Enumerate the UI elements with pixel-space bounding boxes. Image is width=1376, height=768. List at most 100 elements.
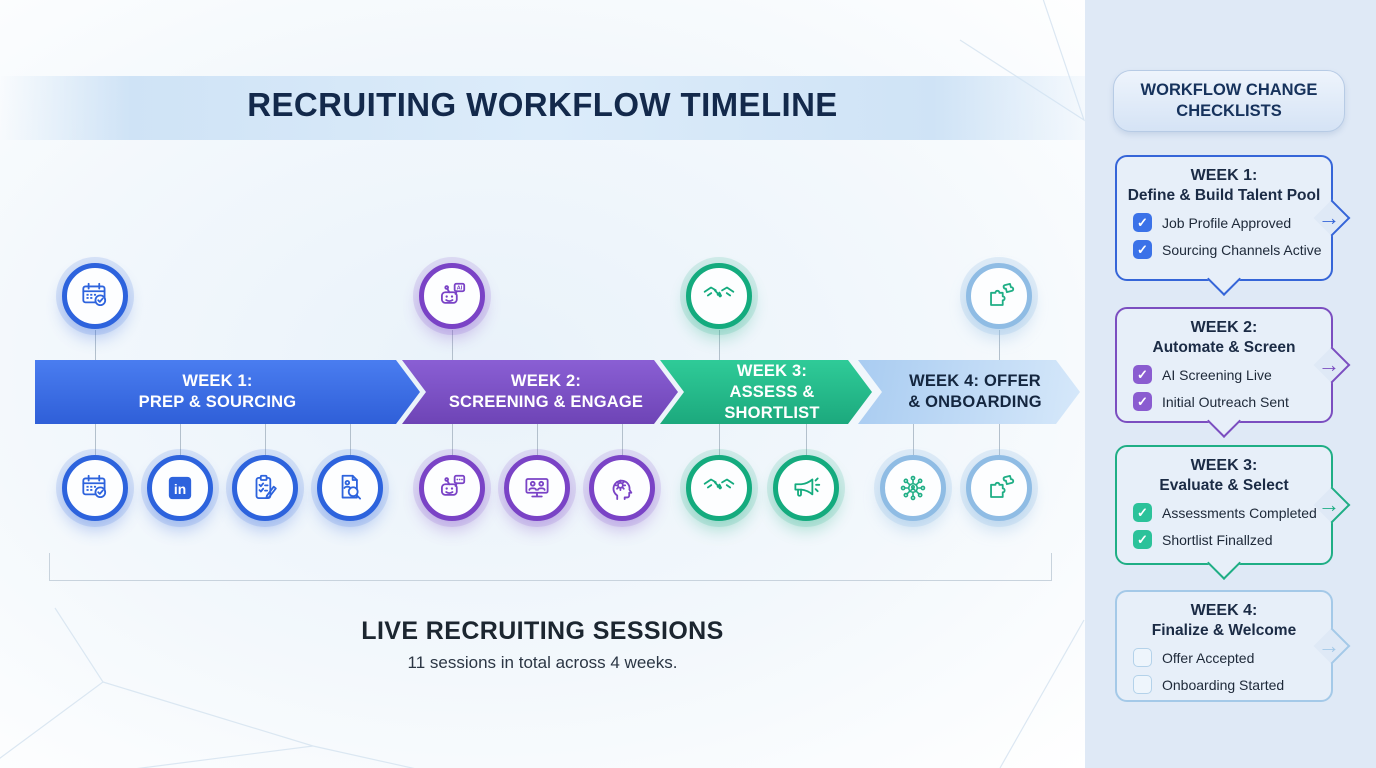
checklist-item-label: AI Screening Live <box>1162 366 1272 383</box>
checklist-item-label: Assessments Completed <box>1162 504 1317 521</box>
ai-robot-icon: AI <box>441 282 466 304</box>
checkbox-checked-icon[interactable] <box>1133 503 1152 523</box>
checklist-card-week2: WEEK 2: Automate & Screen AI Screening L… <box>1115 307 1351 438</box>
milestone-node-week2: AI <box>419 263 485 329</box>
checklist-item-label: Sourcing Channels Active <box>1162 241 1322 258</box>
sessions-bracket <box>49 553 1052 581</box>
title-banner <box>0 76 1085 140</box>
checklist-item-label: Offer Accepted <box>1162 649 1255 666</box>
arrow-right-icon <box>1318 352 1340 378</box>
card-week-label: WEEK 2: <box>1190 319 1258 336</box>
card-week-label: WEEK 1: <box>1190 167 1258 184</box>
arrow-right-icon <box>1318 633 1340 659</box>
checklist-item-label: Onboarding Started <box>1162 676 1285 693</box>
puzzle-icon <box>990 282 1015 306</box>
connector-line <box>95 330 96 360</box>
session-node <box>880 455 946 521</box>
card-down-tail <box>1207 262 1241 296</box>
connector-line <box>622 424 623 455</box>
checkbox-checked-icon[interactable] <box>1133 530 1152 550</box>
connector-line <box>719 330 720 360</box>
week4-label-line2: & ONBOARDING <box>908 393 1042 411</box>
head-gear-icon <box>612 479 633 501</box>
checklist-item: Shortlist Finallzed <box>1133 530 1331 550</box>
arrow-right-icon <box>1318 205 1340 231</box>
sidebar-header: WORKFLOW CHANGE CHECKLISTS <box>1113 70 1345 132</box>
connector-line <box>452 424 453 455</box>
megaphone-icon <box>794 477 821 497</box>
connector-line <box>95 424 96 455</box>
checklist-item: Job Profile Approved <box>1133 213 1331 233</box>
checkbox-unchecked-icon[interactable] <box>1133 675 1152 695</box>
card-title: WEEK 4: Finalize & Welcome <box>1117 601 1331 641</box>
resume-search-icon <box>341 474 361 500</box>
timeline-segment-week2: WEEK 2: SCREENING & ENGAGE <box>402 360 678 424</box>
live-sessions-title: LIVE RECRUITING SESSIONS <box>361 617 724 645</box>
checklist-item-label: Job Profile Approved <box>1162 214 1292 231</box>
card-week-label: WEEK 4: <box>1190 602 1258 619</box>
timeline-bar: WEEK 1: PREP & SOURCING WEEK 2: SCREENIN… <box>35 360 1080 424</box>
linkedin-icon: in <box>168 476 192 500</box>
checkbox-checked-icon[interactable] <box>1133 213 1152 233</box>
week2-label-line1: WEEK 2: <box>510 372 582 390</box>
puzzle-icon <box>990 474 1015 498</box>
session-node <box>232 455 298 521</box>
session-node <box>773 455 839 521</box>
week3-label-line1: WEEK 3: <box>736 361 808 380</box>
arrow-right-icon <box>1318 492 1340 518</box>
checklist-card-week4: WEEK 4: Finalize & Welcome Offer Accepte… <box>1115 590 1351 702</box>
checklist-item: Onboarding Started <box>1133 675 1331 695</box>
connector-line <box>537 424 538 455</box>
calendar-check-icon <box>82 282 107 307</box>
card-title: WEEK 3: Evaluate & Select <box>1117 456 1331 496</box>
card-down-tail <box>1207 546 1241 580</box>
session-node <box>62 455 128 521</box>
card-subtitle: Finalize & Welcome <box>1151 622 1297 640</box>
connector-line <box>913 424 914 455</box>
checklist-pencil-icon <box>255 474 277 499</box>
checklist-item: AI Screening Live <box>1133 365 1331 385</box>
milestone-node-week4 <box>966 263 1032 329</box>
handshake-icon <box>703 478 735 490</box>
card-title: WEEK 2: Automate & Screen <box>1117 318 1331 358</box>
session-node <box>419 455 485 521</box>
week1-label-line2: PREP & SOURCING <box>138 393 297 411</box>
timeline-segment-week4: WEEK 4: OFFER & ONBOARDING <box>858 360 1080 424</box>
session-node: in <box>147 455 213 521</box>
week4-label-line1: WEEK 4: OFFER <box>909 372 1041 390</box>
connector-line <box>806 424 807 455</box>
connector-line <box>350 424 351 455</box>
checkbox-checked-icon[interactable] <box>1133 365 1152 385</box>
checklist-item: Assessments Completed <box>1133 503 1331 523</box>
page-title: RECRUITING WORKFLOW TIMELINE <box>247 86 838 123</box>
milestone-node-week1 <box>62 263 128 329</box>
connector-line <box>999 424 1000 455</box>
checklist-item: Sourcing Channels Active <box>1133 240 1331 260</box>
checklist-item: Initial Outreach Sent <box>1133 392 1331 412</box>
card-subtitle: Define & Build Talent Pool <box>1127 187 1321 205</box>
week2-label-line2: SCREENING & ENGAGE <box>448 393 644 411</box>
checklist-card-week3: WEEK 3: Evaluate & Select Assessments Co… <box>1115 445 1351 580</box>
week3-label-line2: ASSESS & SHORTLIST <box>724 382 820 422</box>
connector-line <box>452 330 453 360</box>
checklist-item-label: Initial Outreach Sent <box>1162 393 1289 410</box>
checkbox-checked-icon[interactable] <box>1133 392 1152 412</box>
milestone-node-week3 <box>686 263 752 329</box>
session-node <box>686 455 752 521</box>
checkbox-unchecked-icon[interactable] <box>1133 648 1152 668</box>
talent-network-icon <box>900 475 926 501</box>
main-timeline-area: RECRUITING WORKFLOW TIMELINE WEEK 1: PRE… <box>0 0 1085 768</box>
session-node <box>966 455 1032 521</box>
checklist-item-label: Shortlist Finallzed <box>1162 531 1273 548</box>
robot-chat-icon <box>441 474 466 496</box>
live-sessions-subtitle: 11 sessions in total across 4 weeks. <box>407 653 678 672</box>
connector-line <box>265 424 266 455</box>
checkbox-checked-icon[interactable] <box>1133 240 1152 260</box>
card-week-label: WEEK 3: <box>1190 457 1258 474</box>
card-subtitle: Automate & Screen <box>1152 339 1296 357</box>
checklist-item: Offer Accepted <box>1133 648 1331 668</box>
svg-text:in: in <box>174 481 186 497</box>
session-node <box>504 455 570 521</box>
card-title: WEEK 1: Define & Build Talent Pool <box>1117 166 1331 206</box>
